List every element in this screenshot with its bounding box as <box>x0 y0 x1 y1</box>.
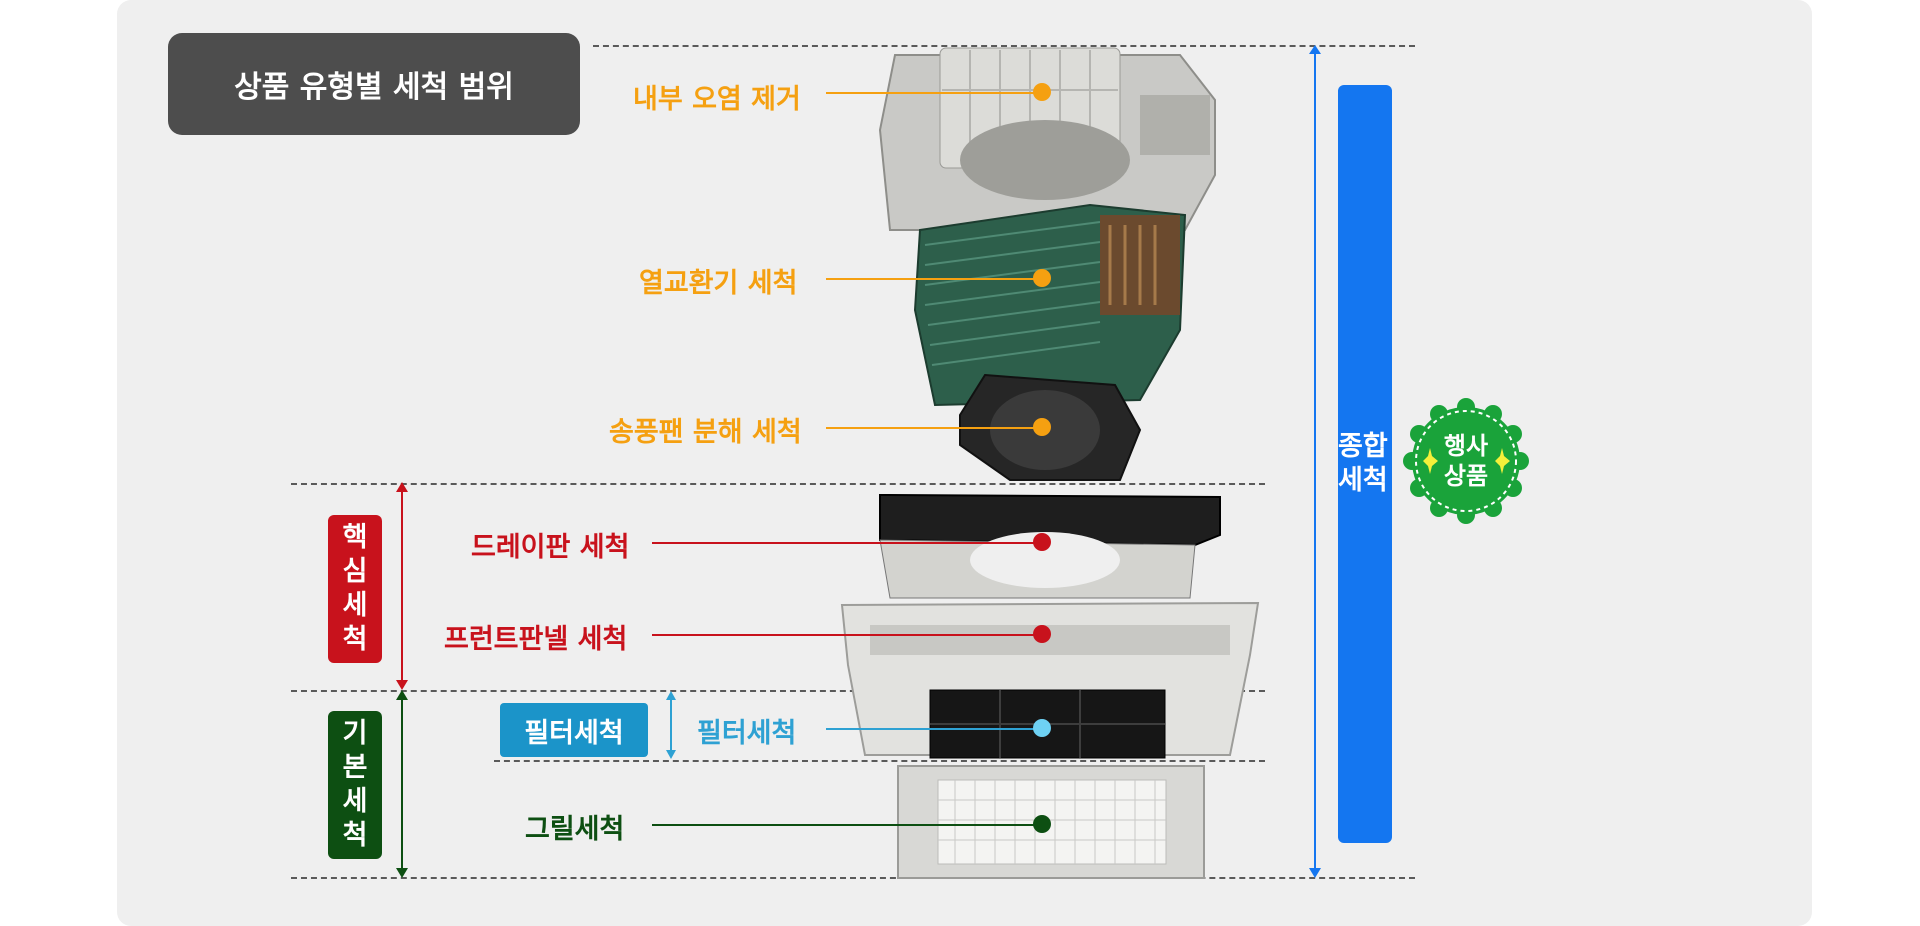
marker-front-panel <box>1033 625 1051 643</box>
leader-internal <box>826 92 1042 94</box>
label-front-panel: 프런트판넬 세척 <box>444 624 628 655</box>
leader-heat-exchanger <box>826 278 1042 280</box>
basic-top-dashed-line <box>291 690 1265 692</box>
core-top-dashed-line <box>291 483 1265 485</box>
leader-filter <box>826 728 1042 730</box>
tier-comprehensive-bar: 종합세척 <box>1338 85 1392 843</box>
tier-filter-tag: 필터세척 <box>500 703 648 757</box>
bottom-dashed-line <box>291 877 1415 879</box>
marker-fan <box>1033 418 1051 436</box>
marker-drain-pan <box>1033 533 1051 551</box>
label-filter: 필터세척 <box>697 718 797 749</box>
top-dashed-line <box>593 45 1415 47</box>
leader-fan <box>826 427 1042 429</box>
event-product-badge: 행사 상품 <box>1403 398 1529 524</box>
label-grill: 그릴세척 <box>525 814 625 845</box>
sparkle-icon <box>1495 448 1510 474</box>
label-drain-pan: 드레이판 세척 <box>471 532 630 563</box>
marker-heat-exchanger <box>1033 269 1051 287</box>
marker-grill <box>1033 815 1051 833</box>
leader-front-panel <box>652 634 1042 636</box>
label-internal-contamination: 내부 오염 제거 <box>633 84 801 115</box>
filter-bottom-dashed-line <box>494 760 1265 762</box>
marker-filter <box>1033 719 1051 737</box>
badge-scalloped-shape <box>1403 398 1529 524</box>
leader-drain-pan <box>652 542 1042 544</box>
label-fan: 송풍팬 분해 세척 <box>609 417 802 448</box>
leader-grill <box>652 824 1042 826</box>
label-heat-exchanger: 열교환기 세척 <box>639 268 798 299</box>
badge-text: 행사 상품 <box>1443 432 1489 490</box>
sparkle-icon <box>1423 448 1438 474</box>
page-title: 상품 유형별 세척 범위 <box>168 33 580 135</box>
marker-internal <box>1033 83 1051 101</box>
